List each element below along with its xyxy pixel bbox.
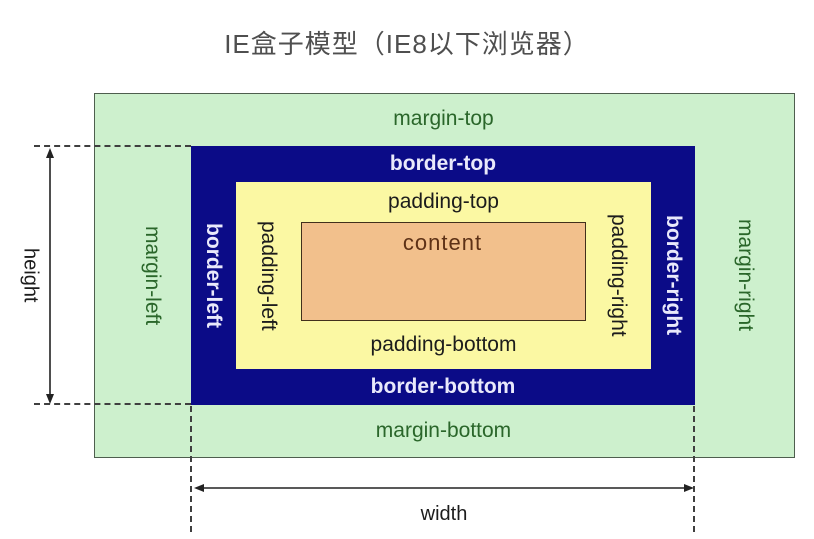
- height-guide-top-dashed-line: [34, 145, 191, 147]
- padding-bottom-label: padding-bottom: [370, 333, 517, 356]
- height-label: height: [19, 247, 42, 303]
- margin-left-label: margin-left: [141, 225, 164, 326]
- border-top-label: border-top: [389, 152, 497, 175]
- content-box: [301, 222, 586, 321]
- height-guide-bottom-dashed-line: [34, 403, 191, 405]
- margin-right-label: margin-right: [734, 219, 757, 332]
- page-title: IE盒子模型（IE8以下浏览器）: [224, 29, 590, 59]
- margin-top-label: margin-top: [393, 107, 494, 130]
- border-right-label: border-right: [662, 215, 685, 336]
- padding-left-label: padding-left: [257, 220, 280, 331]
- margin-bottom-label: margin-bottom: [375, 419, 512, 442]
- padding-right-label: padding-right: [607, 214, 630, 337]
- width-guide-right-dashed-line: [693, 406, 695, 532]
- height-arrow: [46, 148, 54, 404]
- border-left-label: border-left: [202, 223, 225, 328]
- width-guide-left-dashed-line: [190, 406, 192, 532]
- content-label: content: [402, 230, 483, 255]
- width-label: width: [420, 503, 468, 525]
- padding-top-label: padding-top: [388, 190, 499, 213]
- border-bottom-label: border-bottom: [370, 375, 516, 398]
- width-arrow: [194, 484, 694, 492]
